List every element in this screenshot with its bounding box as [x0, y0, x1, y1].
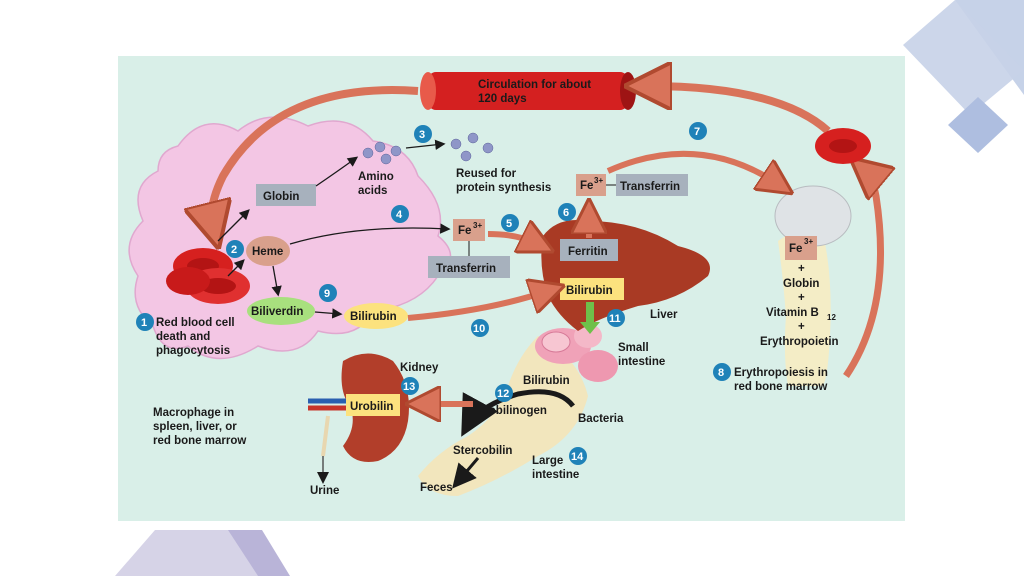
reused-label-1: Reused for [456, 168, 517, 180]
step-1-label-3: phagocytosis [156, 345, 230, 357]
bilirubin-box-liver [560, 278, 624, 300]
heme-label: Heme [252, 246, 283, 258]
step-badges [136, 122, 731, 465]
bilirubin-label-macrophage: Bilirubin [350, 311, 397, 323]
kidney-label: Kidney [400, 362, 439, 374]
urobilin-label: Urobilin [350, 401, 393, 413]
fe3-sup-marrow: 3+ [804, 237, 813, 246]
step-num-11: 11 [609, 313, 621, 325]
step-num-4: 4 [396, 209, 403, 221]
step-badge-9 [319, 284, 337, 302]
vitamin-b12-sub: 12 [827, 313, 836, 322]
step-badge-14 [569, 447, 587, 465]
fe3-label-top: Fe [580, 180, 593, 192]
vitamin-b12-label: Vitamin B [766, 307, 819, 319]
large-intestine-shape [418, 336, 588, 496]
globin-label: Globin [263, 191, 299, 203]
step-badge-13 [401, 377, 419, 395]
red-blood-cell-circulation [815, 128, 871, 164]
transferrin-box-1 [428, 256, 510, 278]
step-badge-1 [136, 313, 154, 331]
amino-acids-label-2: acids [358, 185, 387, 197]
biliverdin-label: Biliverdin [251, 306, 303, 318]
step-1-label-2: death and [156, 331, 210, 343]
small-intestine-shape [535, 324, 618, 382]
ferritin-label: Ferritin [568, 246, 608, 258]
bilirubin-cycle-diagram: Circulation for about 120 days Globin He… [128, 56, 905, 497]
plus-1: + [798, 263, 805, 275]
large-intestine-label-2: intestine [532, 469, 579, 481]
fe3-box-marrow [785, 236, 817, 260]
circulation-label-1: Circulation for about [478, 79, 591, 91]
ferritin-box [560, 239, 618, 261]
small-intestine-label-2: intestine [618, 356, 665, 368]
large-intestine-label-1: Large [532, 455, 563, 467]
step-num-7: 7 [694, 126, 700, 138]
bilirubin-node-macrophage [344, 303, 408, 329]
step-badge-10 [471, 319, 489, 337]
step-num-1: 1 [141, 317, 147, 329]
step-num-13: 13 [403, 381, 415, 393]
step-badge-12 [495, 384, 513, 402]
step-8-label-1: Erythropoiesis in [734, 367, 828, 379]
step-num-3: 3 [419, 129, 425, 141]
step-badge-2 [226, 240, 244, 258]
erythropoietin-label: Erythropoietin [760, 336, 839, 348]
step-badge-7 [689, 122, 707, 140]
fe3-sup-top: 3+ [594, 176, 603, 185]
bilirubin-label-liver: Bilirubin [566, 285, 613, 297]
marrow-globin-label: Globin [783, 278, 819, 290]
fe3-sup-liver: 3+ [473, 221, 482, 230]
circulation-label-2: 120 days [478, 93, 527, 105]
heme-node [246, 236, 290, 266]
step-badge-11 [607, 309, 625, 327]
diagram-panel: Circulation for about 120 days Globin He… [118, 56, 905, 521]
step-num-10: 10 [473, 323, 485, 335]
step-num-5: 5 [506, 218, 512, 230]
reused-label-2: protein synthesis [456, 182, 551, 194]
bone-shape [778, 231, 831, 386]
amino-acids-label-1: Amino [358, 171, 394, 183]
fe3-label-marrow: Fe [789, 243, 802, 255]
step-num-2: 2 [231, 244, 237, 256]
biliverdin-node [247, 297, 315, 325]
step-badge-5 [501, 214, 519, 232]
urobilin-box [346, 394, 400, 416]
fe3-box-liver [453, 219, 485, 241]
step-num-6: 6 [563, 207, 569, 219]
feces-label: Feces [420, 482, 453, 494]
stercobilin-label: Stercobilin [453, 445, 512, 457]
transferrin-box-2 [616, 174, 688, 196]
globin-box [256, 184, 316, 206]
macrophage-label-3: red bone marrow [153, 435, 246, 447]
liver-label: Liver [650, 309, 678, 321]
transferrin-label-1: Transferrin [436, 263, 496, 275]
step-badge-8 [713, 363, 731, 381]
small-intestine-label-1: Small [618, 342, 649, 354]
red-blood-cells-macrophage [166, 248, 250, 304]
bilirubin-label-intestine: Bilirubin [523, 375, 570, 387]
step-num-8: 8 [718, 367, 724, 379]
macrophage-label-2: spleen, liver, or [153, 421, 237, 433]
step-badge-4 [391, 205, 409, 223]
plus-3: + [798, 321, 805, 333]
transferrin-label-2: Transferrin [620, 181, 680, 193]
bacteria-label: Bacteria [578, 413, 624, 425]
step-num-12: 12 [497, 388, 509, 400]
step-1-label-1: Red blood cell [156, 317, 235, 329]
step-num-14: 14 [571, 451, 584, 463]
step-8-label-2: red bone marrow [734, 381, 827, 393]
macrophage-label-1: Macrophage in [153, 407, 234, 419]
amino-acid-dots [362, 132, 494, 165]
step-badge-6 [558, 203, 576, 221]
fe3-box-top [576, 174, 606, 196]
fe3-label-liver: Fe [458, 225, 471, 237]
plus-2: + [798, 292, 805, 304]
circulation-vessel [420, 72, 636, 110]
step-badge-3 [414, 125, 432, 143]
urine-label: Urine [310, 485, 339, 497]
liver-shape [541, 220, 710, 331]
step-num-9: 9 [324, 288, 330, 300]
